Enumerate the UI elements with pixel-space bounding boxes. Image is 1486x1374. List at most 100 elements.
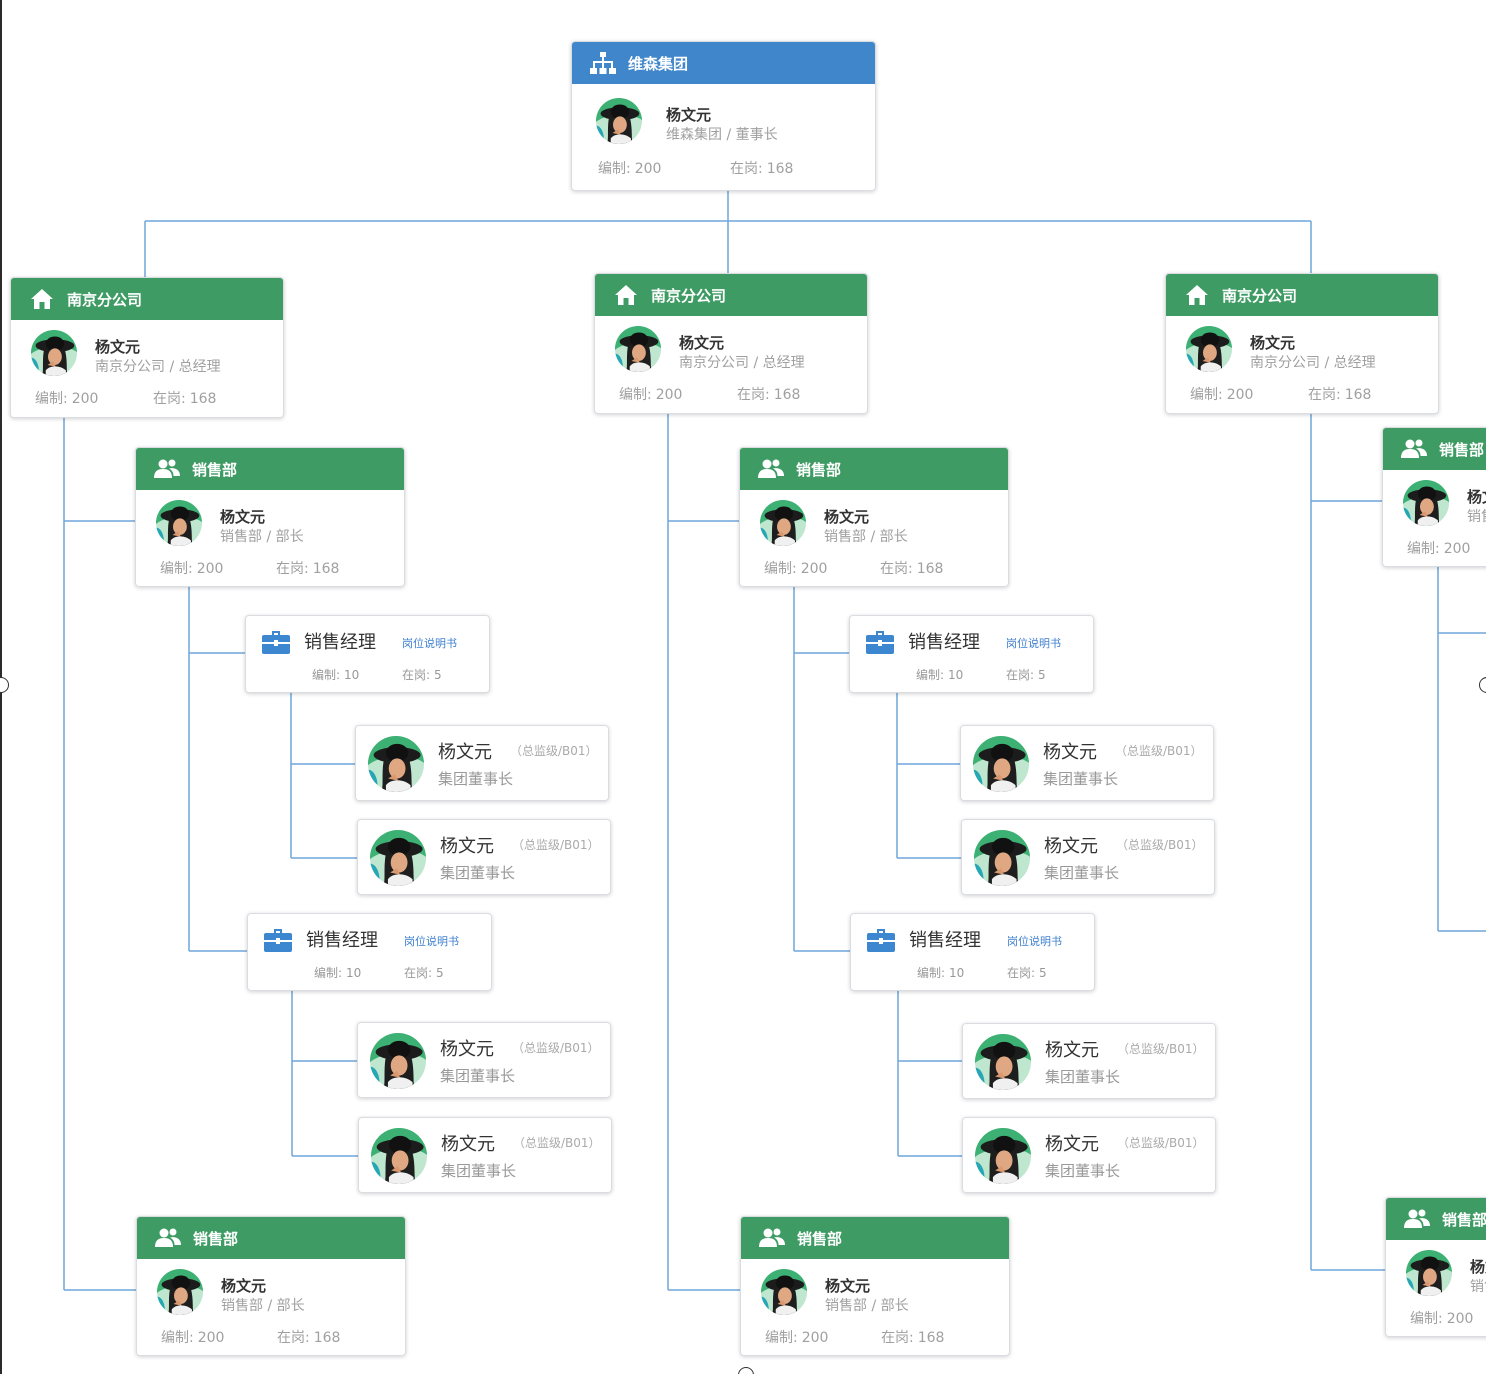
person-name: 杨文元 [95,338,141,356]
node-employee[interactable]: 杨文元 （总监级/B01） 集团董事长 [357,819,611,895]
team-icon [759,1226,785,1250]
avatar [615,326,661,372]
onduty-stat: 在岗:168 [276,561,340,577]
person-name: 杨文元 [1250,334,1296,352]
person-title: 南京分公司 / 总经理 [1250,355,1376,371]
employee-title: 集团董事长 [1045,1068,1121,1086]
person-name: 杨文 [1470,1258,1486,1276]
org-chart-icon [590,51,616,75]
briefcase-icon [867,928,895,952]
onduty-stat: 在岗:5 [1006,668,1046,682]
node-department[interactable]: 销售部 杨文 销售 编制:200 [1382,427,1486,567]
node-department[interactable]: 销售部 杨文元 销售部 / 部长 编制:200 在岗:168 [740,1216,1010,1356]
node-position[interactable]: 销售经理 岗位说明书 编制:10 在岗:5 [245,615,490,693]
avatar [975,1034,1031,1090]
employee-title: 集团董事长 [1043,770,1119,788]
employee-name: 杨文元 [441,1134,495,1155]
onduty-stat: 在岗:5 [402,668,442,682]
onduty-stat: 在岗:168 [730,161,794,177]
node-title: 销售部 [796,460,842,479]
node-header: 销售部 [1383,428,1486,470]
node-department[interactable]: 销售部 杨文元 销售部 / 部长 编制:200 在岗:168 [739,447,1009,587]
node-branch[interactable]: 南京分公司 杨文元 南京分公司 / 总经理 编制:200 在岗:168 [10,277,284,418]
job-description-link[interactable]: 岗位说明书 [404,935,459,948]
node-header: 销售部 [740,448,1008,490]
briefcase-icon [866,630,894,654]
onduty-stat: 在岗:5 [404,966,444,980]
briefcase-icon [264,928,292,952]
node-position[interactable]: 销售经理 岗位说明书 编制:10 在岗:5 [247,913,492,991]
avatar [157,1269,203,1315]
quota-stat: 编制:200 [765,1330,829,1346]
quota-stat: 编制:200 [160,561,224,577]
node-title: 销售部 [1442,1210,1486,1229]
node-employee[interactable]: 杨文元 （总监级/B01） 集团董事长 [358,1117,612,1193]
person-title: 销售 [1470,1279,1486,1295]
team-icon [1401,437,1427,461]
avatar [1186,326,1232,372]
quota-stat: 编制:200 [35,391,99,407]
person-name: 杨文元 [220,508,266,526]
node-title: 维森集团 [628,54,689,73]
avatar [760,500,806,546]
person-title: 销售部 / 部长 [221,1298,305,1314]
quota-stat: 编制:200 [764,561,828,577]
avatar [596,98,642,144]
employee-title: 集团董事长 [1045,1162,1121,1180]
employee-title: 集团董事长 [1044,864,1120,882]
node-header: 维森集团 [572,42,875,84]
node-group-root[interactable]: 维森集团 杨文元 维森集团 / 董事长 编制:200 在岗:168 [571,41,876,191]
position-title: 销售经理 [306,930,378,951]
quota-stat: 编制:200 [619,387,683,403]
node-branch[interactable]: 南京分公司 杨文元 南京分公司 / 总经理 编制:200 在岗:168 [1165,273,1439,414]
node-title: 销售部 [797,1229,843,1248]
home-icon [1184,283,1210,307]
position-title: 销售经理 [908,632,980,653]
quota-stat: 编制:200 [1190,387,1254,403]
node-employee[interactable]: 杨文元 （总监级/B01） 集团董事长 [961,819,1215,895]
employee-title: 集团董事长 [441,1162,517,1180]
node-employee[interactable]: 杨文元 （总监级/B01） 集团董事长 [355,725,609,801]
position-title: 销售经理 [304,632,376,653]
employee-level: （总监级/B01） [512,838,600,852]
node-header: 销售部 [137,1217,405,1259]
node-title: 南京分公司 [67,290,143,309]
node-position[interactable]: 销售经理 岗位说明书 编制:10 在岗:5 [849,615,1094,693]
node-employee[interactable]: 杨文元 （总监级/B01） 集团董事长 [960,725,1214,801]
employee-name: 杨文元 [1045,1134,1099,1155]
team-icon [154,457,180,481]
team-icon [1404,1207,1430,1231]
employee-level: （总监级/B01） [510,744,598,758]
team-icon [155,1226,181,1250]
onduty-stat: 在岗:168 [880,561,944,577]
node-branch[interactable]: 南京分公司 杨文元 南京分公司 / 总经理 编制:200 在岗:168 [594,273,868,414]
node-department[interactable]: 销售部 杨文元 销售部 / 部长 编制:200 在岗:168 [136,1216,406,1356]
quota-stat: 编制:200 [1407,541,1471,557]
job-description-link[interactable]: 岗位说明书 [1006,637,1061,650]
job-description-link[interactable]: 岗位说明书 [402,637,457,650]
person-title: 南京分公司 / 总经理 [679,355,805,371]
node-header: 南京分公司 [595,274,867,316]
avatar [975,1128,1031,1184]
node-department[interactable]: 销售部 杨文元 销售部 / 部长 编制:200 在岗:168 [135,447,405,587]
node-position[interactable]: 销售经理 岗位说明书 编制:10 在岗:5 [850,913,1095,991]
quota-stat: 编制:200 [598,161,662,177]
node-employee[interactable]: 杨文元 （总监级/B01） 集团董事长 [962,1023,1216,1099]
home-icon [29,287,55,311]
node-department[interactable]: 销售部 杨文 销售 编制:200 [1385,1197,1486,1337]
employee-title: 集团董事长 [440,864,516,882]
node-employee[interactable]: 杨文元 （总监级/B01） 集团董事长 [962,1117,1216,1193]
node-employee[interactable]: 杨文元 （总监级/B01） 集团董事长 [357,1022,611,1098]
job-description-link[interactable]: 岗位说明书 [1007,935,1062,948]
team-icon [758,457,784,481]
employee-name: 杨文元 [440,836,494,857]
avatar [368,736,424,792]
employee-title: 集团董事长 [438,770,514,788]
person-title: 维森集团 / 董事长 [666,127,778,143]
employee-name: 杨文元 [1045,1040,1099,1061]
employee-name: 杨文元 [1044,836,1098,857]
person-title: 销售 [1467,509,1486,525]
home-icon [613,283,639,307]
quota-stat: 编制:10 [314,966,362,980]
